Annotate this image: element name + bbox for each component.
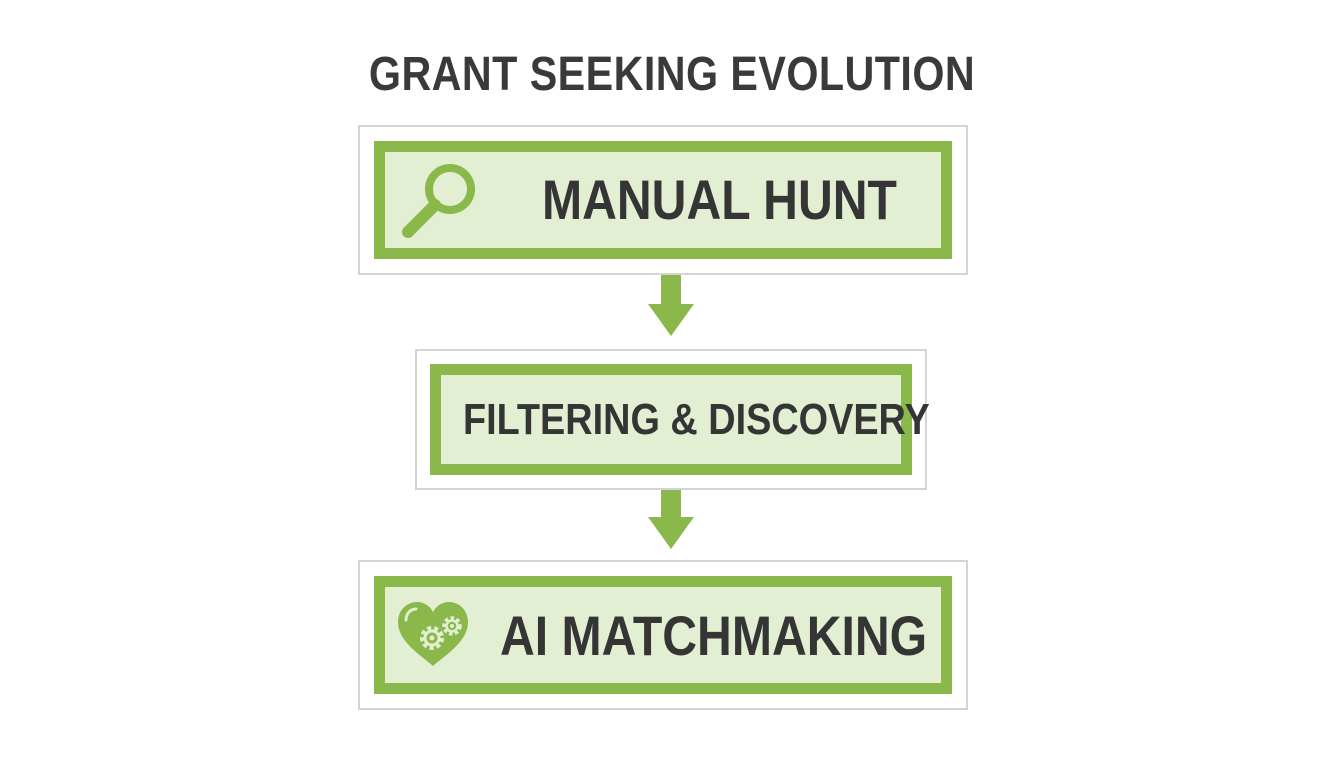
stage-label: MANUAL HUNT <box>542 168 897 231</box>
stage-label: FILTERING & DISCOVERY <box>463 395 930 444</box>
heart-gears-icon <box>398 602 468 666</box>
stage-box <box>415 349 927 490</box>
magnifying-glass-icon <box>402 164 475 238</box>
stage-inner-box <box>430 364 912 475</box>
stage-inner-box <box>374 576 952 694</box>
down-arrow-icon <box>648 275 694 336</box>
diagram-title: GRANT SEEKING EVOLUTION <box>368 48 976 101</box>
down-arrow-icon <box>648 490 694 549</box>
stage-box <box>358 125 968 275</box>
stage-label: AI MATCHMAKING <box>500 604 928 667</box>
